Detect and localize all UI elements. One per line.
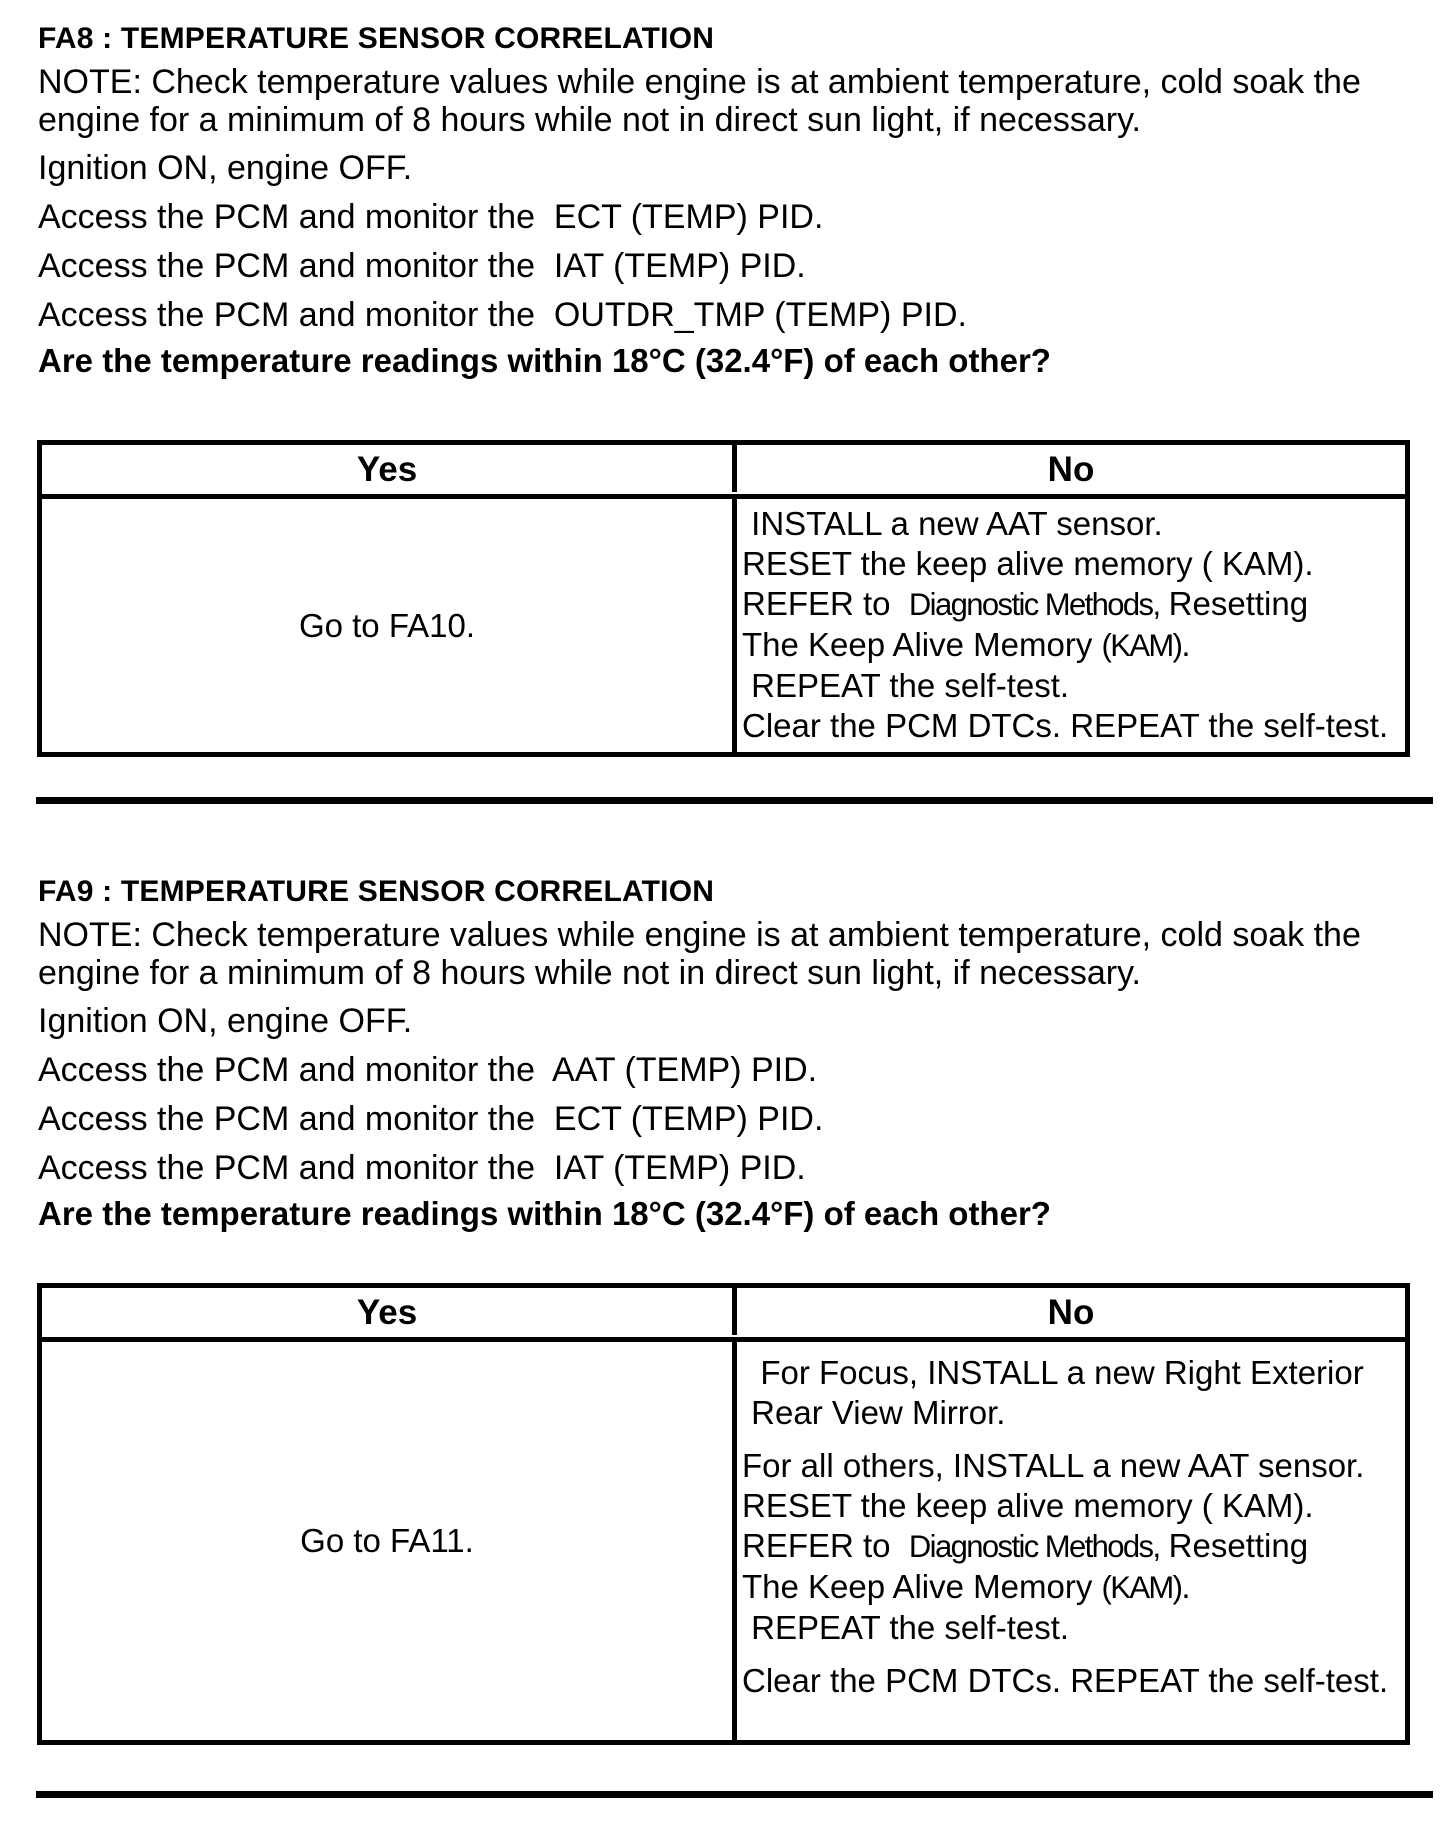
- go-to-action: Go to FA11.: [300, 1522, 474, 1559]
- text-segment: Access the PCM and monitor the IAT (TEMP…: [38, 247, 806, 285]
- text-segment: The Keep Alive Memory: [742, 626, 1102, 663]
- text-line: Access the PCM and monitor the OUTDR_TMP…: [38, 297, 967, 346]
- text-line: Ignition ON, engine OFF.: [38, 150, 967, 199]
- test-steps: Ignition ON, engine OFF. Access the PCM a…: [38, 150, 967, 346]
- text-segment: Access the PCM and monitor the IAT (TEMP…: [38, 1149, 806, 1187]
- test-steps: Ignition ON, engine OFF. Access the PCM a…: [38, 1003, 823, 1199]
- note-paragraph: NOTE: Check temperature values while eng…: [38, 916, 1361, 993]
- text-segment: engine for a minimum of 8 hours while no…: [38, 953, 1142, 992]
- decision-table: Yes No Go to FA10. INSTALL a new AAT sen…: [37, 440, 1410, 757]
- text-line: Ignition ON, engine OFF.: [38, 1003, 823, 1052]
- text-line: For all others, INSTALL a new AAT sensor…: [742, 1446, 1403, 1486]
- text-line: Access the PCM and monitor the AAT (TEMP…: [38, 1052, 823, 1101]
- note-paragraph: NOTE: Check temperature values while eng…: [38, 63, 1361, 140]
- text-line: Access the PCM and monitor the ECT (TEMP…: [38, 1101, 823, 1150]
- text-line: The Keep Alive Memory (KAM).: [742, 625, 1403, 666]
- text-line: Access the PCM and monitor the ECT (TEMP…: [38, 199, 967, 248]
- text-segment: Ignition ON, engine OFF.: [38, 149, 413, 187]
- condensed-text-segment: (KAM): [1101, 628, 1183, 663]
- text-segment: INSTALL a new AAT sensor.: [742, 505, 1163, 542]
- table-body-row: Go to FA10. INSTALL a new AAT sensor.RES…: [42, 499, 1405, 752]
- text-line: For Focus, INSTALL a new Right Exterior: [742, 1353, 1403, 1393]
- decision-table: Yes No Go to FA11. For Focus, INSTALL a …: [37, 1283, 1410, 1745]
- text-segment: .: [1181, 1568, 1191, 1605]
- section-divider: [36, 797, 1433, 804]
- text-line: REFER to Diagnostic Methods, Resetting: [742, 1526, 1403, 1567]
- text-segment: Resetting: [1159, 585, 1309, 622]
- text-line: Access the PCM and monitor the IAT (TEMP…: [38, 1150, 823, 1199]
- text-segment: NOTE: Check temperature values while eng…: [38, 63, 1361, 101]
- text-line: RESET the keep alive memory ( KAM).: [742, 544, 1403, 584]
- text-segment: Rear View Mirror.: [742, 1394, 1006, 1431]
- yes-header-cell: Yes: [42, 445, 737, 492]
- table-header-row: Yes No: [42, 1288, 1405, 1342]
- table-header-row: Yes No: [42, 445, 1405, 499]
- table-body-row: Go to FA11. For Focus, INSTALL a new Rig…: [42, 1342, 1405, 1740]
- text-line: Clear the PCM DTCs. REPEAT the self-test…: [742, 706, 1403, 746]
- text-segment: Ignition ON, engine OFF.: [38, 1002, 413, 1040]
- text-segment: engine for a minimum of 8 hours while no…: [38, 100, 1142, 139]
- text-segment: Access the PCM and monitor the ECT (TEMP…: [38, 198, 824, 236]
- text-segment: Access the PCM and monitor the AAT (TEMP…: [38, 1051, 818, 1089]
- text-segment: NOTE: Check temperature values while eng…: [38, 916, 1361, 954]
- text-segment: REPEAT the self-test.: [742, 667, 1070, 704]
- text-segment: The Keep Alive Memory: [742, 1568, 1102, 1605]
- no-header-cell: No: [1047, 1293, 1095, 1332]
- no-actions-cell: For Focus, INSTALL a new Right Exterior …: [737, 1342, 1405, 1740]
- text-segment: REPEAT the self-test.: [742, 1609, 1070, 1646]
- text-segment: Clear the PCM DTCs. REPEAT the self-test…: [742, 707, 1389, 744]
- yes-header-cell: Yes: [42, 1288, 737, 1335]
- condensed-text-segment: Diagnostic Methods,: [908, 1529, 1161, 1564]
- text-line: RESET the keep alive memory ( KAM).: [742, 1486, 1403, 1526]
- pinpoint-test-heading: FA9 : TEMPERATURE SENSOR CORRELATION: [38, 875, 715, 908]
- pinpoint-test-heading: FA8 : TEMPERATURE SENSOR CORRELATION: [38, 22, 715, 55]
- text-segment: For all others, INSTALL a new AAT sensor…: [742, 1447, 1365, 1484]
- text-line: engine for a minimum of 8 hours while no…: [38, 100, 1361, 140]
- decision-question: Are the temperature readings within 18°C…: [38, 1195, 1051, 1232]
- text-line: The Keep Alive Memory (KAM).: [742, 1567, 1403, 1608]
- text-segment: REFER to: [742, 1527, 909, 1564]
- text-segment: RESET the keep alive memory ( KAM).: [742, 1487, 1314, 1524]
- text-segment: Access the PCM and monitor the ECT (TEMP…: [38, 1100, 824, 1138]
- text-segment: REFER to: [742, 585, 909, 622]
- section-divider: [36, 1791, 1433, 1798]
- no-header-cell: No: [1047, 450, 1095, 489]
- text-segment: For Focus, INSTALL a new Right Exterior: [742, 1354, 1364, 1391]
- text-line: Access the PCM and monitor the IAT (TEMP…: [38, 248, 967, 297]
- condensed-text-segment: Diagnostic Methods,: [908, 587, 1161, 622]
- text-line: NOTE: Check temperature values while eng…: [38, 916, 1361, 955]
- text-line: REPEAT the self-test.: [742, 1608, 1403, 1648]
- text-segment: Clear the PCM DTCs. REPEAT the self-test…: [742, 1662, 1389, 1699]
- text-line: INSTALL a new AAT sensor.: [742, 504, 1403, 544]
- text-line: engine for a minimum of 8 hours while no…: [38, 953, 1361, 993]
- yes-action-cell: Go to FA11.: [42, 1342, 737, 1740]
- text-line: NOTE: Check temperature values while eng…: [38, 63, 1361, 102]
- text-segment: RESET the keep alive memory ( KAM).: [742, 545, 1314, 582]
- text-line: REPEAT the self-test.: [742, 666, 1403, 706]
- go-to-action: Go to FA10.: [298, 606, 476, 644]
- text-line: REFER to Diagnostic Methods, Resetting: [742, 584, 1403, 625]
- text-segment: Resetting: [1159, 1527, 1309, 1564]
- text-line: Clear the PCM DTCs. REPEAT the self-test…: [742, 1661, 1403, 1701]
- condensed-text-segment: (KAM): [1101, 1570, 1183, 1605]
- text-line: Rear View Mirror.: [742, 1393, 1403, 1433]
- decision-question: Are the temperature readings within 18°C…: [38, 342, 1051, 379]
- yes-action-cell: Go to FA10.: [42, 499, 737, 752]
- text-segment: Access the PCM and monitor the OUTDR_TMP…: [38, 296, 967, 334]
- text-segment: .: [1181, 626, 1191, 663]
- no-actions-cell: INSTALL a new AAT sensor.RESET the keep …: [737, 499, 1405, 752]
